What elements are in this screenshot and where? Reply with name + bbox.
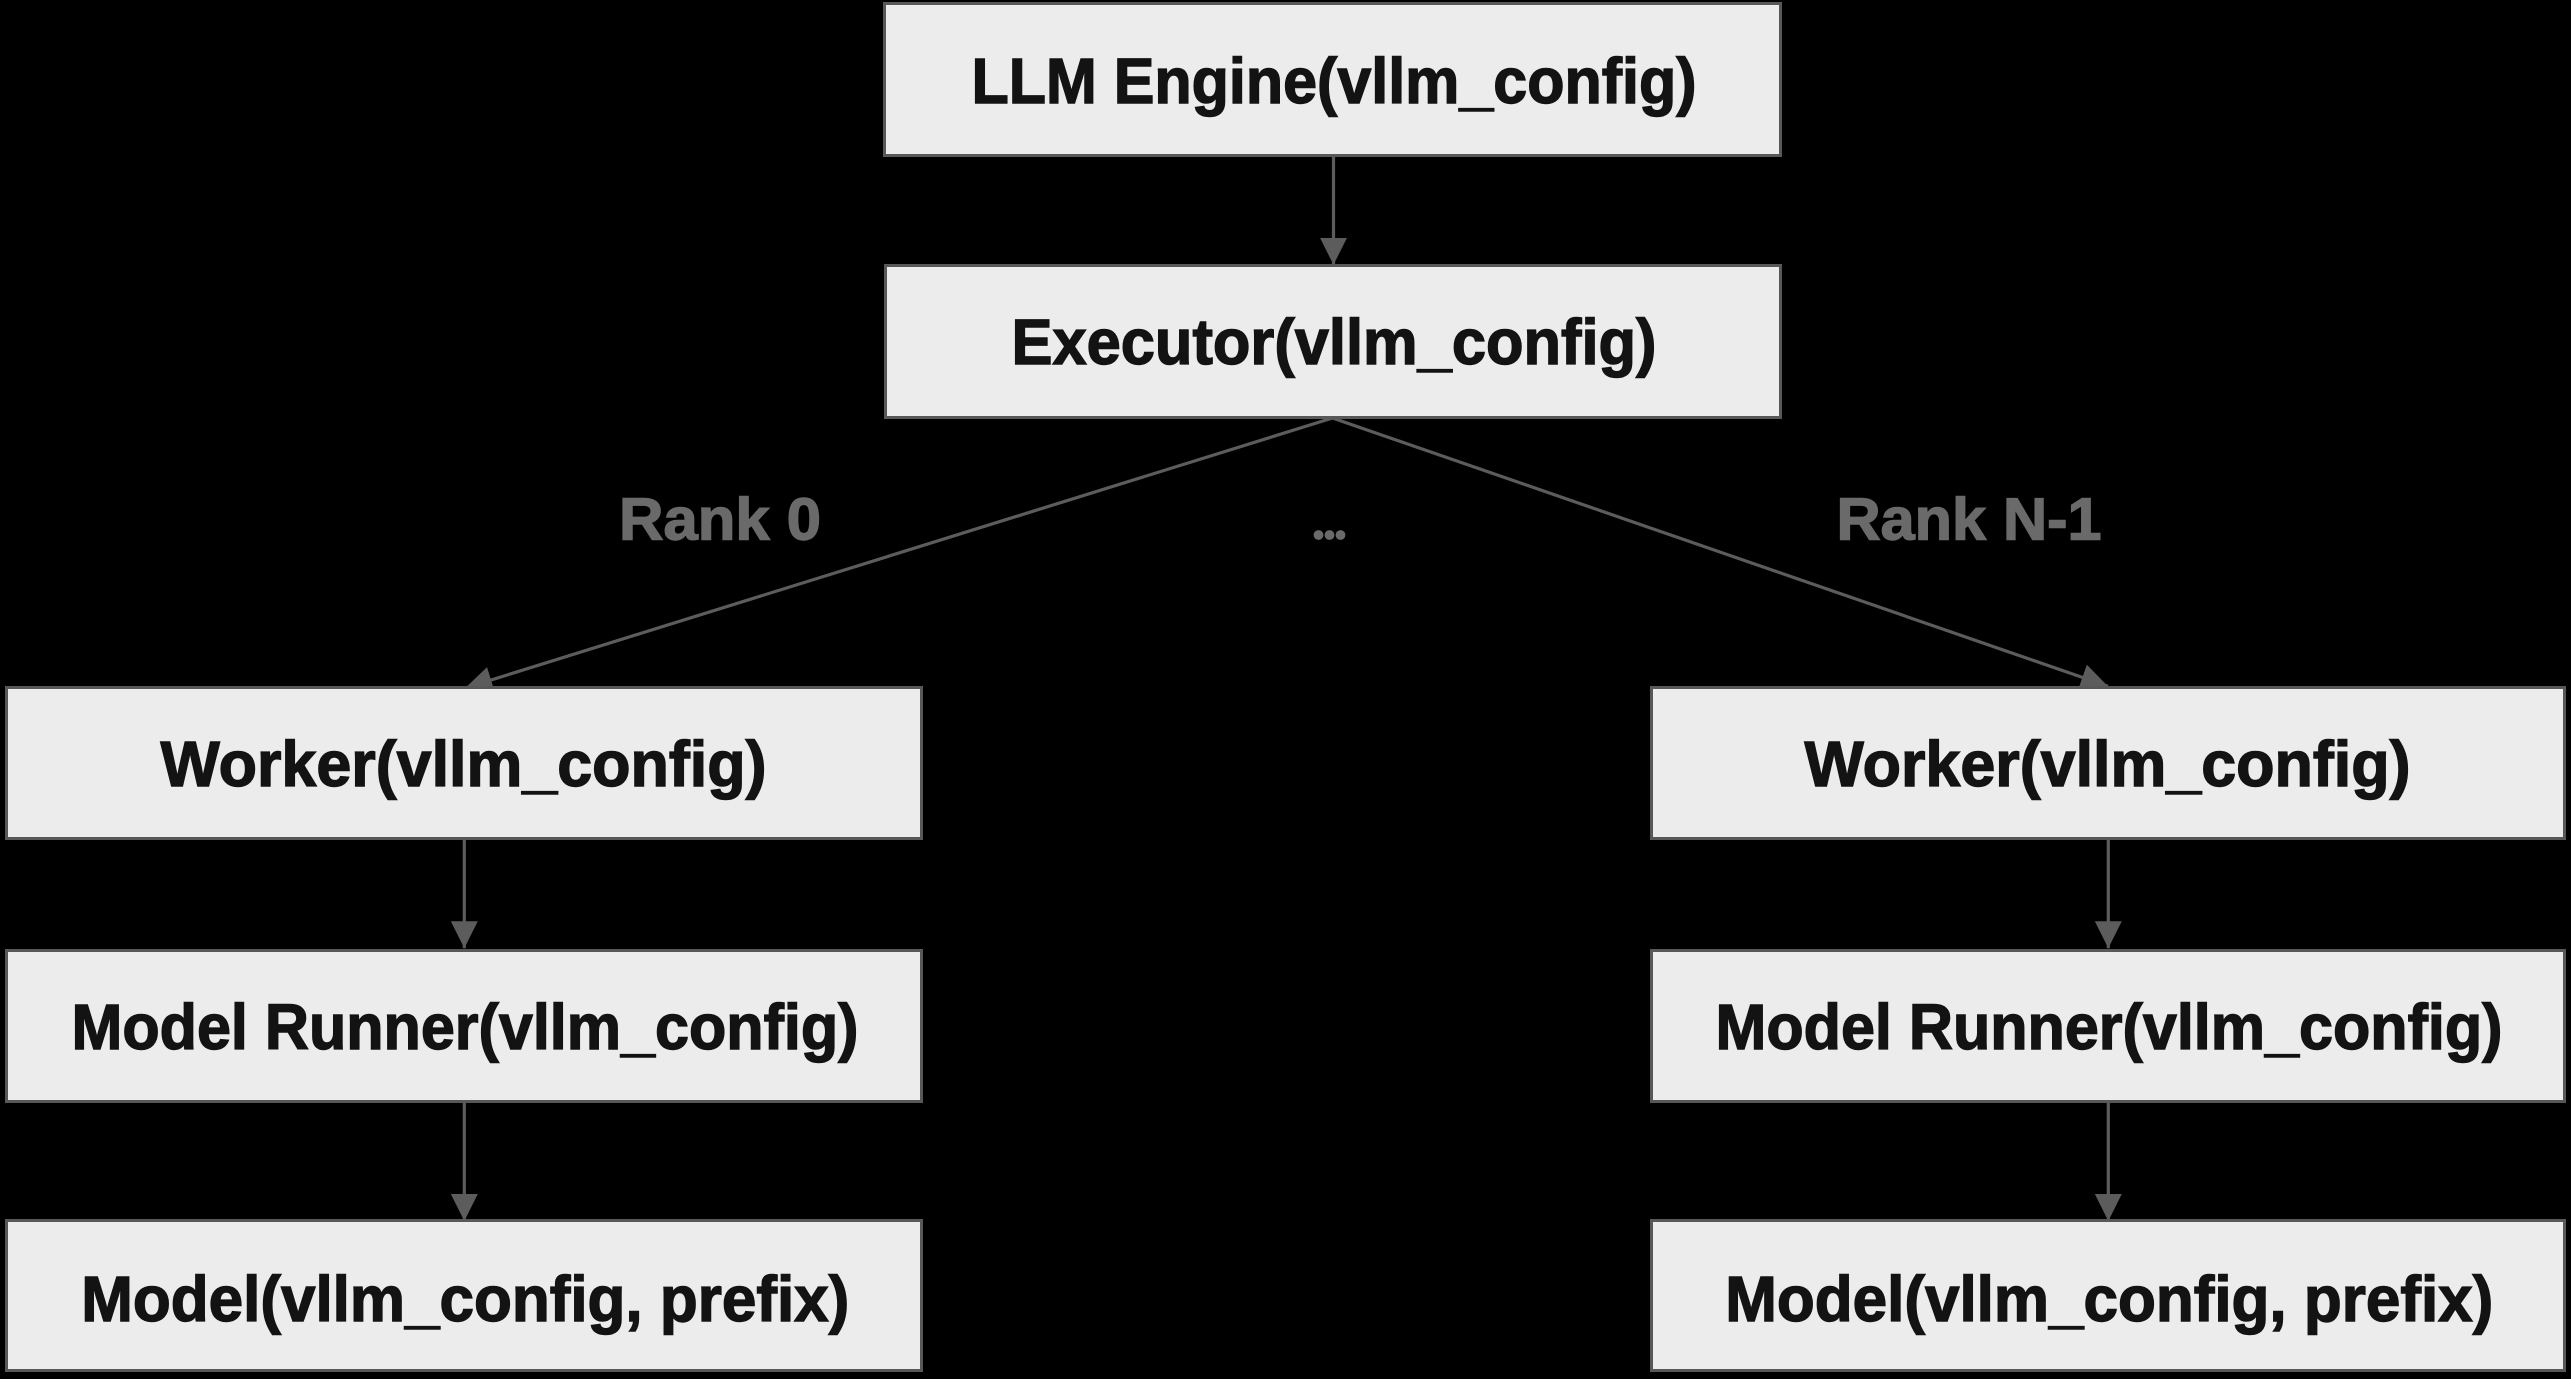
svg-text:Executor(vllm_config): Executor(vllm_config): [1012, 306, 1657, 378]
svg-text:Rank 0: Rank 0: [619, 487, 821, 553]
svg-text:Model(vllm_config, prefix): Model(vllm_config, prefix): [1725, 1263, 2493, 1335]
svg-text:Model(vllm_config, prefix): Model(vllm_config, prefix): [81, 1263, 849, 1335]
svg-text:Worker(vllm_config): Worker(vllm_config): [161, 728, 767, 800]
svg-text:Model Runner(vllm_config): Model Runner(vllm_config): [72, 991, 859, 1063]
svg-text:Worker(vllm_config): Worker(vllm_config): [1805, 728, 2411, 800]
svg-text:Model Runner(vllm_config): Model Runner(vllm_config): [1716, 991, 2503, 1063]
svg-text:Rank N-1: Rank N-1: [1837, 487, 2102, 553]
svg-text:LLM Engine(vllm_config): LLM Engine(vllm_config): [972, 45, 1697, 117]
